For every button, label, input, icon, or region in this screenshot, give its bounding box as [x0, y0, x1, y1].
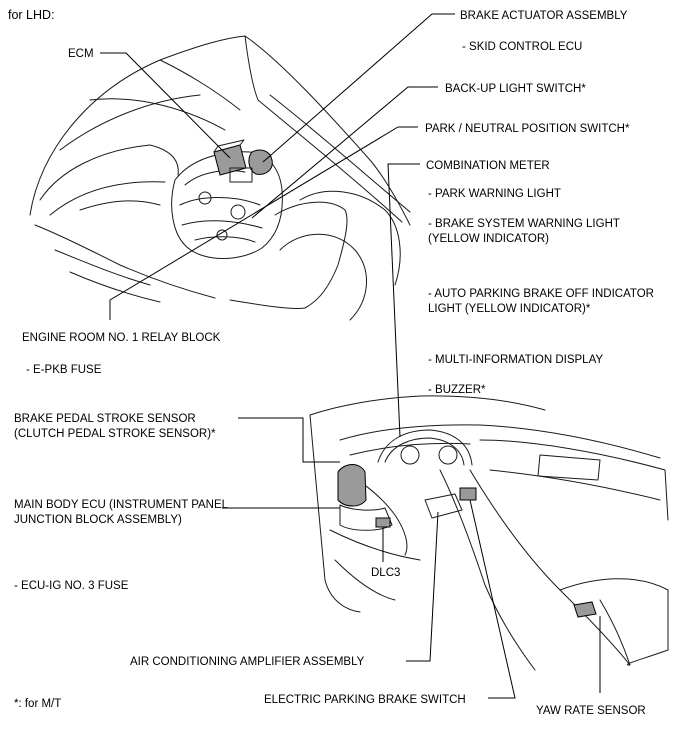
label-main-body-ecu-1: MAIN BODY ECU (INSTRUMENT PANEL	[14, 499, 229, 511]
labels: for LHD: BRAKE ACTUATOR ASSEMBLY - SKID …	[8, 8, 654, 717]
leader-ecm	[100, 52, 231, 159]
leader-brake-actuator	[262, 13, 455, 163]
label-engine-room-relay: ENGINE ROOM NO. 1 RELAY BLOCK	[22, 332, 221, 344]
label-buzzer: - BUZZER*	[428, 384, 486, 396]
label-ac-amplifier: AIR CONDITIONING AMPLIFIER ASSEMBLY	[130, 656, 365, 668]
label-main-body-ecu-2: JUNCTION BLOCK ASSEMBLY)	[14, 514, 182, 526]
footnote: *: for M/T	[14, 698, 61, 710]
label-ecm: ECM	[68, 48, 94, 60]
label-auto-parking-1: - AUTO PARKING BRAKE OFF INDICATOR	[428, 288, 654, 300]
label-dlc3: DLC3	[371, 567, 400, 579]
leader-park-neutral	[109, 126, 418, 320]
leader-backup-light	[251, 86, 438, 219]
label-brake-actuator: BRAKE ACTUATOR ASSEMBLY	[460, 10, 628, 22]
label-brake-pedal-2: (CLUTCH PEDAL STROKE SENSOR)*	[14, 428, 216, 440]
leader-lines	[100, 13, 601, 699]
label-backup-light-switch: BACK-UP LIGHT SWITCH*	[445, 83, 586, 95]
label-ecu-ig-fuse: - ECU-IG NO. 3 FUSE	[14, 580, 129, 592]
label-multi-info-display: - MULTI-INFORMATION DISPLAY	[428, 354, 603, 366]
leader-ac-amplifier	[406, 511, 439, 662]
label-auto-parking-2: LIGHT (YELLOW INDICATOR)*	[428, 303, 591, 315]
label-park-warning-light: - PARK WARNING LIGHT	[428, 188, 561, 200]
interior-illustration	[309, 395, 669, 671]
engine-compartment-illustration	[29, 35, 411, 321]
label-brake-warning-1: - BRAKE SYSTEM WARNING LIGHT	[428, 218, 620, 230]
label-brake-warning-2: (YELLOW INDICATOR)	[428, 233, 549, 245]
leader-combination-meter	[387, 163, 420, 438]
label-epb-switch: ELECTRIC PARKING BRAKE SWITCH	[264, 694, 466, 706]
label-brake-pedal-1: BRAKE PEDAL STROKE SENSOR	[14, 413, 196, 425]
label-park-neutral-switch: PARK / NEUTRAL POSITION SWITCH*	[425, 123, 630, 135]
label-epkb-fuse: - E-PKB FUSE	[26, 364, 102, 376]
label-skid-control-ecu: - SKID CONTROL ECU	[462, 41, 582, 53]
label-yaw-rate-sensor: YAW RATE SENSOR	[536, 705, 646, 717]
label-combination-meter: COMBINATION METER	[426, 160, 550, 172]
leader-epb-switch	[469, 499, 516, 699]
leader-brake-pedal	[238, 417, 340, 463]
page-title: for LHD:	[8, 8, 55, 22]
